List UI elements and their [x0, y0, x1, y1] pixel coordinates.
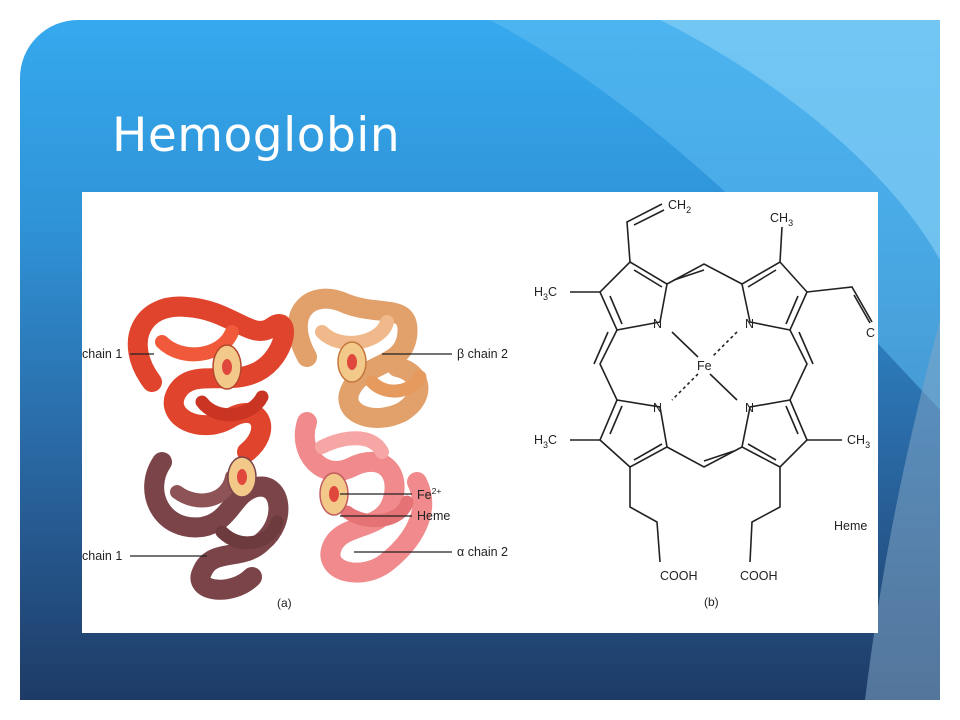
- heme-disc-alpha1: [227, 456, 257, 498]
- label-heme-b: Heme: [834, 519, 867, 533]
- label-beta-chain-2: β chain 2: [457, 347, 508, 361]
- panel-a-caption: (a): [277, 596, 292, 610]
- label-beta-chain-1: chain 1: [82, 347, 122, 361]
- group-ch-right-cut: C: [866, 326, 875, 340]
- heme-disc-beta1: [212, 344, 242, 390]
- label-leader-lines: [130, 353, 452, 557]
- label-alpha-chain-1: chain 1: [82, 549, 122, 563]
- group-h3c-lower: H3C: [534, 433, 557, 450]
- slide-title: Hemoglobin: [112, 108, 401, 163]
- group-ch2-top: CH2: [668, 198, 691, 215]
- panel-b-caption: (b): [704, 595, 719, 609]
- group-cooh-right: COOH: [740, 569, 778, 583]
- hemoglobin-figure: chain 1 β chain 2 chain 1 Fe2+ Heme α ch…: [82, 192, 878, 633]
- group-h3c-upper: H3C: [534, 285, 557, 302]
- heme-disc-alpha2: [319, 472, 349, 516]
- atom-n-4: N: [745, 401, 754, 415]
- label-alpha-chain-2: α chain 2: [457, 545, 508, 559]
- group-ch3-right: CH3: [847, 433, 870, 450]
- atom-n-1: N: [653, 317, 662, 331]
- group-cooh-left: COOH: [660, 569, 698, 583]
- atom-n-3: N: [653, 401, 662, 415]
- atom-n-2: N: [745, 317, 754, 331]
- label-heme-a: Heme: [417, 509, 450, 523]
- atom-fe: Fe: [697, 359, 712, 373]
- group-ch3-top: CH3: [770, 211, 793, 228]
- label-fe: Fe2+: [417, 486, 441, 502]
- heme-disc-beta2: [337, 341, 367, 383]
- hemoglobin-structure-illustration: [127, 288, 433, 600]
- background-decoration: [490, 20, 940, 700]
- heme-structural-formula: [570, 203, 873, 563]
